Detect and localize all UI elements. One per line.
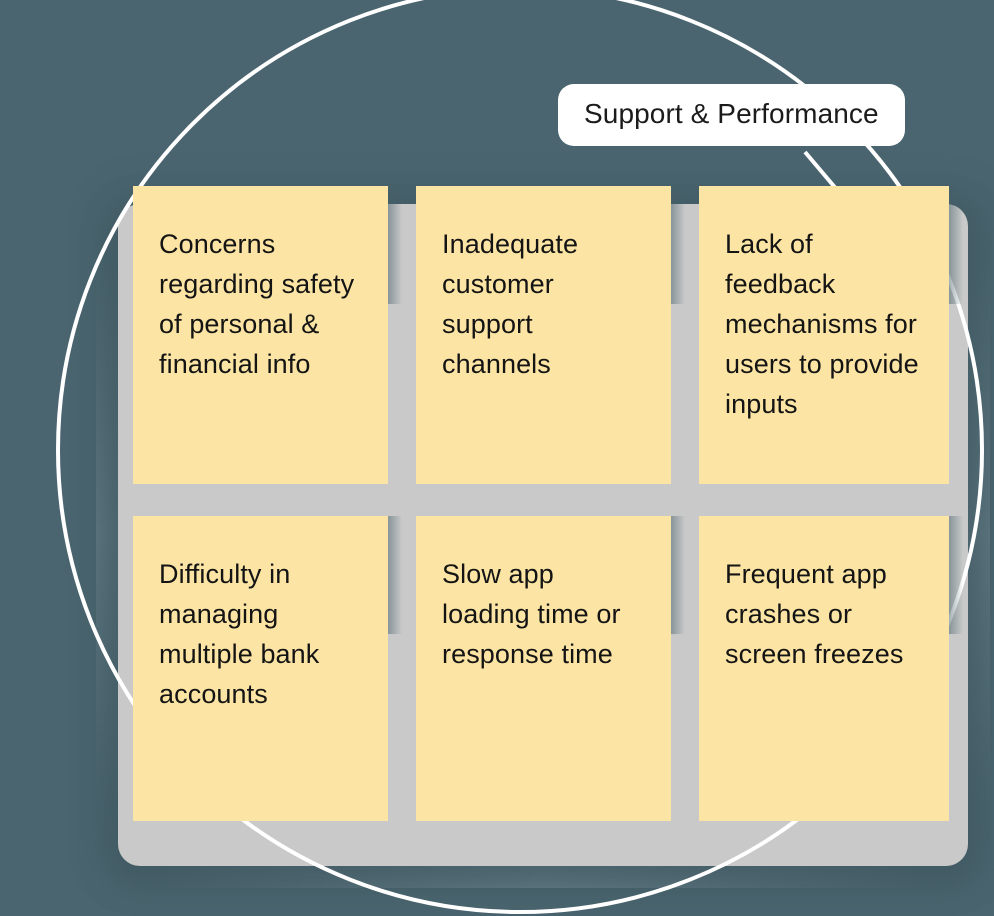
sticky-note[interactable]: Difficulty in managing multiple bank acc… [133, 516, 402, 821]
sticky-note[interactable]: Frequent app crashes or screen freezes [699, 516, 963, 821]
sticky-note[interactable]: Concerns regarding safety of personal & … [133, 186, 402, 484]
sticky-note-text: Lack of feedback mechanisms for users to… [725, 229, 919, 419]
sticky-note[interactable]: Lack of feedback mechanisms for users to… [699, 186, 963, 484]
sticky-note[interactable]: Inadequate customer support channels [416, 186, 685, 484]
sticky-notes-grid: Concerns regarding safety of personal & … [133, 186, 963, 821]
sticky-note-text: Difficulty in managing multiple bank acc… [159, 559, 320, 709]
category-label[interactable]: Support & Performance [558, 84, 905, 146]
sticky-note-text: Inadequate customer support channels [442, 229, 579, 379]
sticky-note-text: Slow app loading time or response time [442, 559, 621, 669]
sticky-note[interactable]: Slow app loading time or response time [416, 516, 685, 821]
sticky-note-text: Frequent app crashes or screen freezes [725, 559, 904, 669]
sticky-note-text: Concerns regarding safety of personal & … [159, 229, 355, 379]
category-label-text: Support & Performance [584, 98, 879, 129]
